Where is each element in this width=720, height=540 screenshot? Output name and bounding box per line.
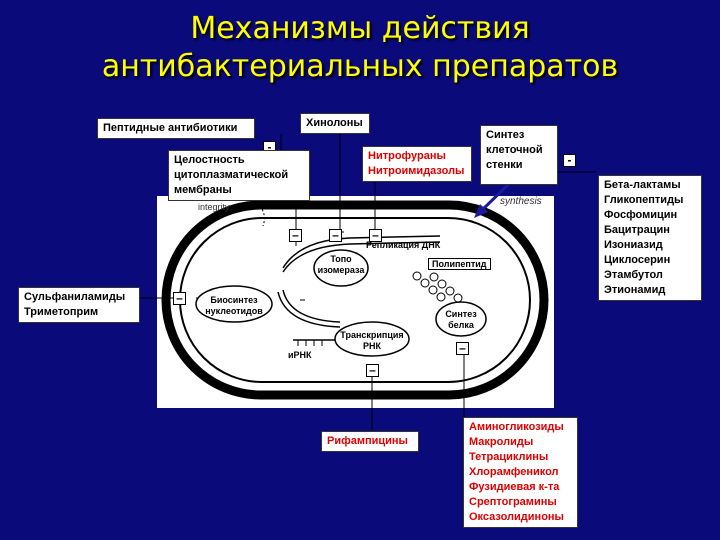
integrity-label: integrity [198, 202, 230, 212]
minus-sulfa: – [173, 292, 186, 305]
minus-aminoglycoside: – [456, 342, 469, 355]
dna-strand-bottom [282, 289, 341, 323]
minus-nitro: – [369, 229, 382, 242]
box-quinolones: Хинолоны [300, 113, 370, 134]
title-line-2: антибактериальных препаратов [101, 49, 619, 84]
cell-wall [161, 200, 549, 400]
minus-cellwall: - [563, 154, 576, 167]
minus-quinolones: – [329, 229, 342, 242]
box-rifampicins: Рифампицины [321, 431, 419, 452]
transcription-ellipse [334, 321, 410, 357]
title-line-1: Механизмы действия [190, 11, 530, 46]
synthesis-label: synthesis [500, 196, 542, 207]
dna-strand-bottom-2 [277, 291, 341, 328]
topoisomerase-ellipse [313, 249, 369, 287]
polypeptide-label: Полипептид [428, 258, 491, 270]
dna-strand-top-2 [282, 241, 441, 273]
protein-synthesis-ellipse [435, 301, 487, 337]
dna-replication-label: Репликация ДНК [366, 240, 441, 250]
box-peptide-antibiotics: Пептидные антибиотики [97, 118, 255, 139]
minus-membrane: – [289, 229, 302, 242]
dna-strand-top [282, 235, 441, 269]
mrna-label: иРНК [288, 350, 312, 360]
minus-rifampicin: – [366, 364, 379, 377]
nucleotide-ellipse [195, 285, 273, 323]
page-title: Механизмы действия антибактериальных пре… [0, 10, 720, 86]
polypeptide-chain [412, 271, 463, 303]
